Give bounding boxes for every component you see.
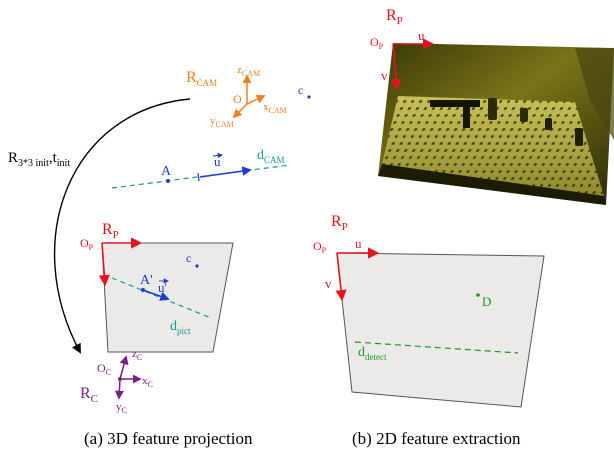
cam-origin-label: O (233, 92, 242, 106)
c-y-label: yC (116, 401, 127, 415)
caption-a: (a) 3D feature projection (84, 429, 253, 448)
rp-label-b: RP (331, 213, 348, 233)
oc-label: OC (97, 361, 111, 377)
rp-label-top: RP (386, 7, 403, 27)
image-v-label: v (325, 276, 332, 291)
c-pict-point (195, 264, 199, 268)
camera-image (378, 43, 614, 205)
op-label-b: OP (313, 239, 327, 255)
photo-bar (430, 100, 480, 107)
c-cam-label: c (298, 83, 303, 97)
photo-table-edge (378, 164, 606, 205)
photo-cylinder-1 (488, 98, 497, 120)
picture-plane (101, 242, 234, 353)
photo-cylinder-3 (545, 118, 552, 130)
photo-right-wall (575, 48, 614, 140)
point-a-prime-label: A' (140, 273, 153, 288)
c-z-label: zC (132, 348, 142, 362)
c-x-label: xC (142, 375, 153, 389)
point-d (476, 293, 480, 297)
rcam-label: RCAM (186, 69, 217, 88)
u-vector (199, 166, 252, 178)
plane-v-axis (98, 242, 110, 287)
photo-cylinder-2 (520, 108, 528, 122)
cam-y-axis (232, 103, 248, 119)
c-cam-point (307, 95, 311, 99)
camera-frame: RCAM zCAM xCAM yCAM O (186, 64, 287, 129)
top-u-label: u (418, 28, 425, 43)
c-origin-point (118, 377, 122, 381)
c-z-axis (119, 355, 129, 380)
cam-z-label: zCAM (237, 64, 260, 78)
image-plane (336, 252, 545, 408)
top-v-label: v (381, 68, 388, 83)
photo-cylinder-4 (575, 128, 583, 146)
transform-label: R3*3 init,tinit (8, 150, 70, 169)
d-cam-label: dCAM (257, 148, 285, 165)
caption-b: (b) 2D feature extraction (352, 429, 521, 448)
u-prime-vector (142, 289, 170, 301)
point-a (166, 179, 170, 183)
point-a-label: A (161, 164, 172, 179)
photo-post (463, 100, 470, 128)
d-cam-line (111, 164, 291, 189)
rp-label-a: RP (102, 221, 119, 241)
image-u-label: u (355, 236, 362, 251)
op-label-a: OP (80, 236, 94, 252)
u-label-arrow (212, 152, 224, 159)
cam-x-axis (246, 94, 266, 105)
cam-y-label: yCAM (210, 115, 234, 129)
point-a-prime (141, 288, 145, 292)
d-detect-line (354, 341, 519, 354)
u-label: u (214, 154, 221, 169)
rc-label: RC (80, 385, 98, 405)
c-pict-label: c (186, 251, 191, 265)
transform-arrow (53, 98, 191, 354)
panel-a: RCAM zCAM xCAM yCAM O c R3*3 init,tinit … (8, 64, 311, 448)
top-v-axis (390, 43, 402, 91)
u-prime-label: u' (158, 280, 167, 295)
d-pict-label: dpict (170, 319, 191, 336)
point-d-label: D (482, 294, 491, 309)
cam-x-label: xCAM (263, 101, 287, 115)
image-v-axis (335, 252, 347, 302)
u-tick (197, 172, 200, 182)
op-label-top: OP (370, 35, 384, 51)
c-y-axis (114, 378, 124, 400)
panel-b: RP OP u v RP OP u v D ddetect (b) 2D fea… (313, 7, 614, 448)
frame-rc: zC xC yC OC RC (80, 348, 153, 415)
d-detect-label: ddetect (358, 345, 387, 362)
